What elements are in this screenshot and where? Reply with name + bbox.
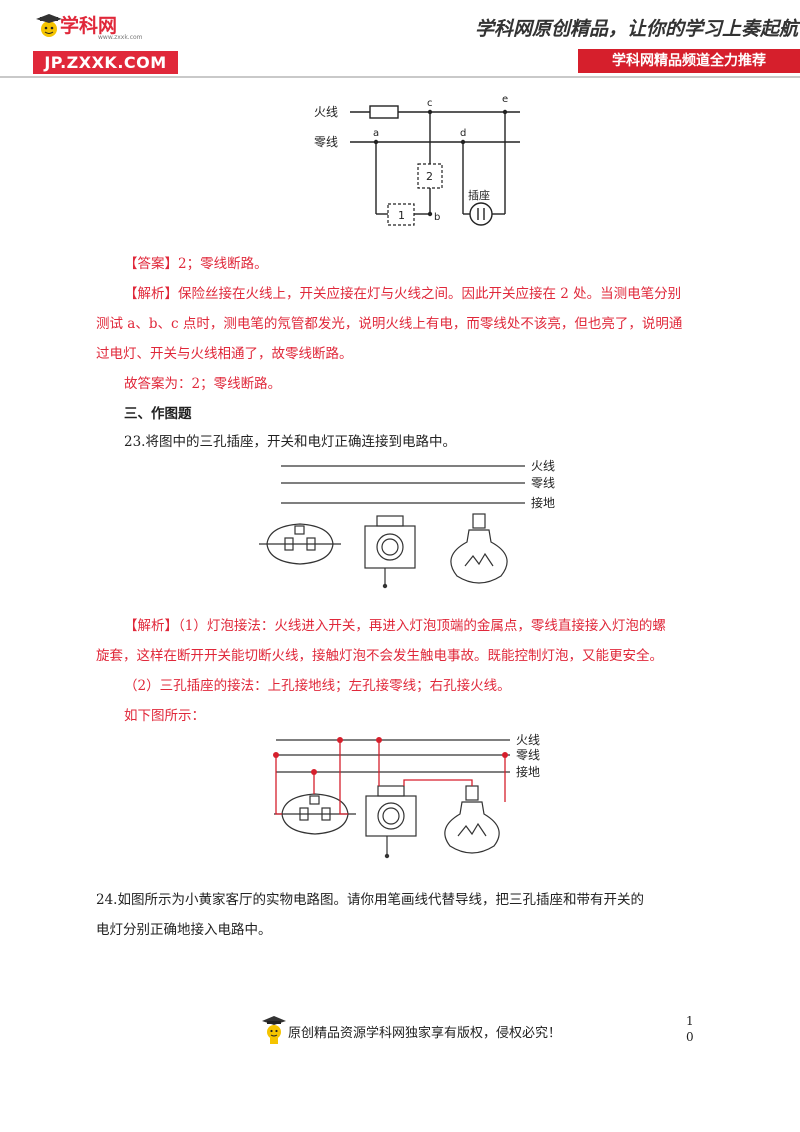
analysis-tag: 【解析】 [124, 286, 178, 302]
logo-url: www.zxxk.com [98, 34, 143, 41]
socket-symbol [469, 202, 493, 226]
box-1-label: 1 [398, 209, 405, 222]
logo-band: JP.ZXXK.COM [33, 51, 178, 74]
q23-analysis-line-2: 旋套，这样在断开开关能切断火线，接触灯泡不会发生触电事故。既能控制灯泡，又能更安… [96, 648, 663, 664]
answer-tag: 【答案】 [124, 256, 178, 272]
fig2-live: 火线 [531, 459, 555, 473]
analysis-line-3: 过电灯、开关与火线相通了，故零线断路。 [96, 346, 353, 362]
label-live: 火线 [314, 105, 338, 119]
box-2 [417, 163, 443, 189]
figure-circuit-nodes: 火线 零线 c e a d b 1 2 插座 [314, 94, 520, 226]
fig3-ground: 接地 [516, 764, 540, 779]
node-d: d [460, 128, 466, 139]
analysis-line-1: 【解析】保险丝接在火线上，开关应接在灯与火线之间。因此开关应接在 2 处。当测电… [124, 286, 682, 302]
header-logo: 学科网 www.zxxk.com [36, 14, 186, 41]
header-slogan: 学科网原创精品，让你的学习上奏起航 [474, 18, 798, 40]
footer-copyright: 原创精品资源学科网独家享有版权，侵权必究！ [288, 1026, 562, 1041]
box-1 [387, 203, 415, 226]
figure-wiring-blank: 火线 零线 接地 [259, 459, 555, 589]
answer-text: 2；零线断路。 [178, 256, 268, 272]
q23-question: 23.将图中的三孔插座，开关和电灯正确连接到电路中。 [124, 434, 456, 450]
final-answer: 故答案为：2；零线断路。 [124, 376, 282, 392]
answer-line: 【答案】2；零线断路。 [124, 254, 268, 274]
q23-socket-rule: （2）三孔插座的接法：上孔接地线；左孔接零线；右孔接火线。 [124, 678, 511, 694]
q24-line-2: 电灯分别正确地接入电路中。 [96, 922, 272, 938]
fig3-live: 火线 [516, 733, 540, 747]
node-c: c [427, 98, 433, 109]
fig2-neutral: 零线 [531, 476, 555, 490]
figure-wiring-answer: 火线 零线 接地 [273, 733, 540, 859]
box-2-label: 2 [426, 170, 433, 183]
socket-label: 插座 [468, 188, 490, 202]
page-number-1: 1 [686, 1014, 694, 1028]
fig2-ground: 接地 [531, 495, 555, 510]
footer-mascot-icon [262, 1016, 286, 1044]
node-b: b [434, 212, 440, 223]
node-e: e [502, 94, 508, 105]
node-a: a [373, 128, 379, 139]
q23-below: 如下图所示： [124, 708, 205, 724]
slogan-band: 学科网精品频道全力推荐 [578, 49, 800, 73]
q24-line-1: 24.如图所示为小黄家客厅的实物电路图。请你用笔画线代替导线，把三孔插座和带有开… [96, 892, 644, 908]
header-divider [0, 76, 800, 78]
logo-name: 学科网 [60, 15, 118, 37]
fig3-neutral: 零线 [516, 748, 540, 762]
label-neutral: 零线 [314, 135, 338, 149]
q23-analysis-line-1: 【解析】（1）灯泡接法：火线进入开关，再进入灯泡顶端的金属点，零线直接接入灯泡的… [124, 618, 666, 634]
q23-analysis-tag: 【解析】 [124, 618, 178, 634]
mascot-icon [36, 14, 62, 37]
page-number-2: 0 [686, 1030, 694, 1044]
section-title: 三、作图题 [124, 406, 192, 422]
analysis-line-2: 测试 a、b、c 点时，测电笔的氖管都发光，说明火线上有电，而零线处不该亮，但也… [96, 316, 683, 332]
